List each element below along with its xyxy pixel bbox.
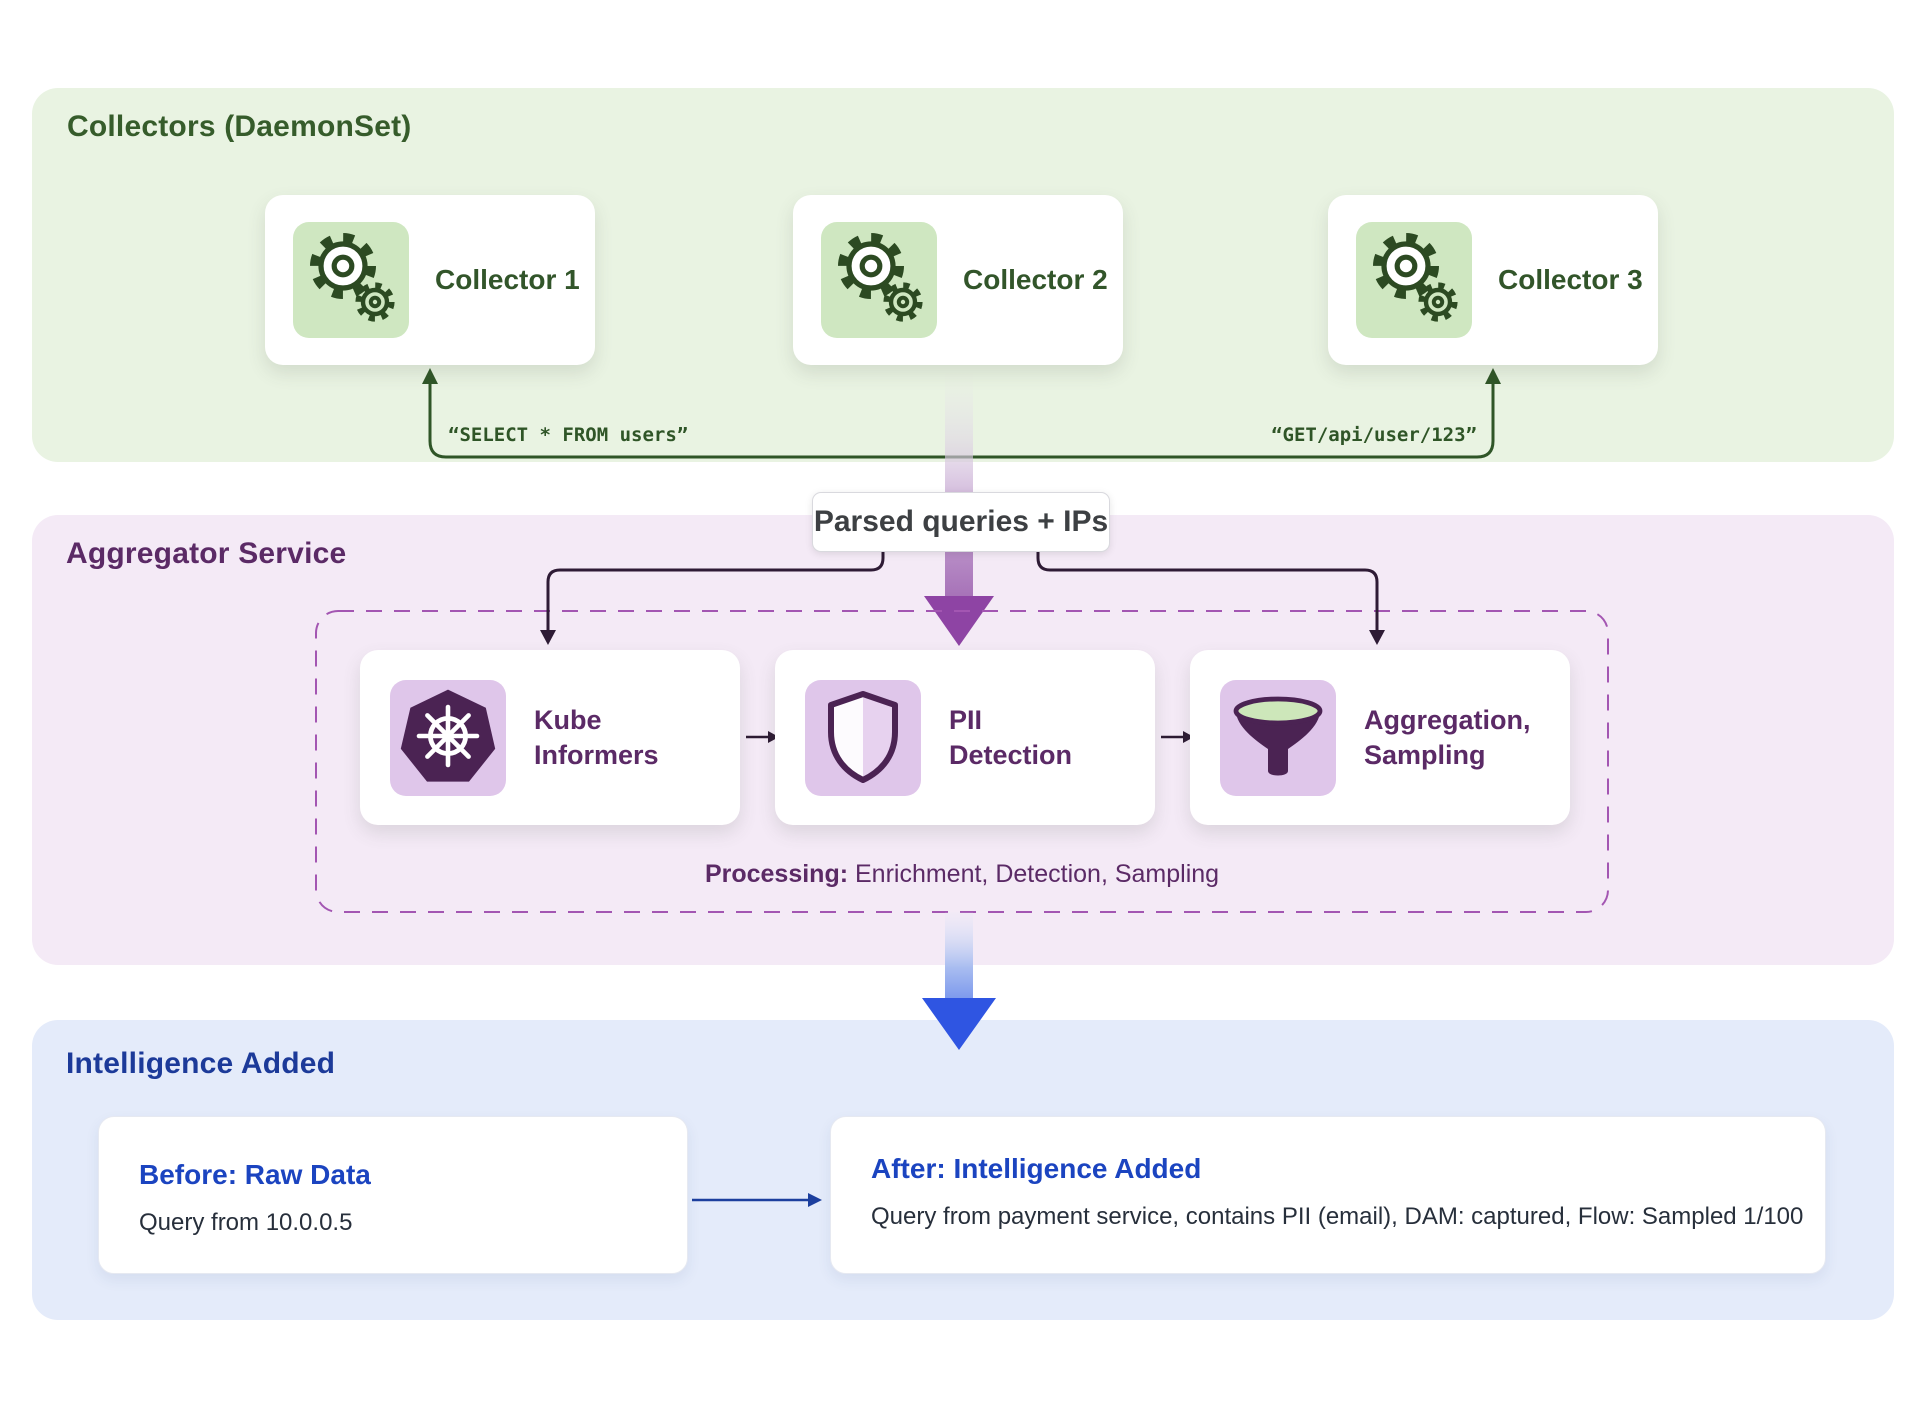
before-card-title: Before: Raw Data (139, 1159, 371, 1190)
intelligence-section-title: Intelligence Added (66, 1047, 336, 1080)
parsed-queries-chip: Parsed queries + IPs (812, 492, 1110, 552)
collector-1-label: Collector 1 (435, 264, 580, 295)
aggregation-sampling-card: Aggregation, Sampling (1190, 650, 1570, 825)
after-intelligence-card: After: Intelligence Added Query from pay… (830, 1116, 1826, 1274)
collector-1-card: Collector 1 (265, 195, 595, 365)
collector-2-label: Collector 2 (963, 264, 1108, 295)
kube-informers-label: Kube Informers (534, 704, 659, 770)
gears-icon (1356, 222, 1472, 338)
after-card-title: After: Intelligence Added (871, 1153, 1202, 1184)
funnel-icon (1220, 679, 1336, 796)
aggregation-sampling-label: Aggregation, Sampling (1364, 704, 1531, 770)
collectors-section-title: Collectors (DaemonSet) (67, 110, 412, 143)
before-card-body: Query from 10.0.0.5 (139, 1209, 353, 1236)
collector-3-card: Collector 3 (1328, 195, 1658, 365)
gears-icon (821, 222, 937, 338)
pii-detection-card: PII Detection (775, 650, 1155, 825)
kube-informers-card: Kube Informers (360, 650, 740, 825)
processing-note: Processing: Enrichment, Detection, Sampl… (704, 860, 1220, 888)
aggregator-section-title: Aggregator Service (66, 537, 347, 570)
collector-3-label: Collector 3 (1498, 264, 1643, 295)
gears-icon (293, 222, 409, 338)
sql-query-annotation: “SELECT * FROM users” (448, 424, 689, 446)
collector-2-card: Collector 2 (793, 195, 1123, 365)
pii-detection-label: PII Detection (949, 704, 1073, 770)
http-query-annotation: “GET/api/user/123” (1271, 424, 1477, 446)
shield-icon (805, 679, 921, 796)
before-raw-data-card: Before: Raw Data Query from 10.0.0.5 (98, 1116, 688, 1274)
kubernetes-wheel-icon (390, 679, 506, 796)
after-card-body: Query from payment service, contains PII… (871, 1203, 1804, 1230)
